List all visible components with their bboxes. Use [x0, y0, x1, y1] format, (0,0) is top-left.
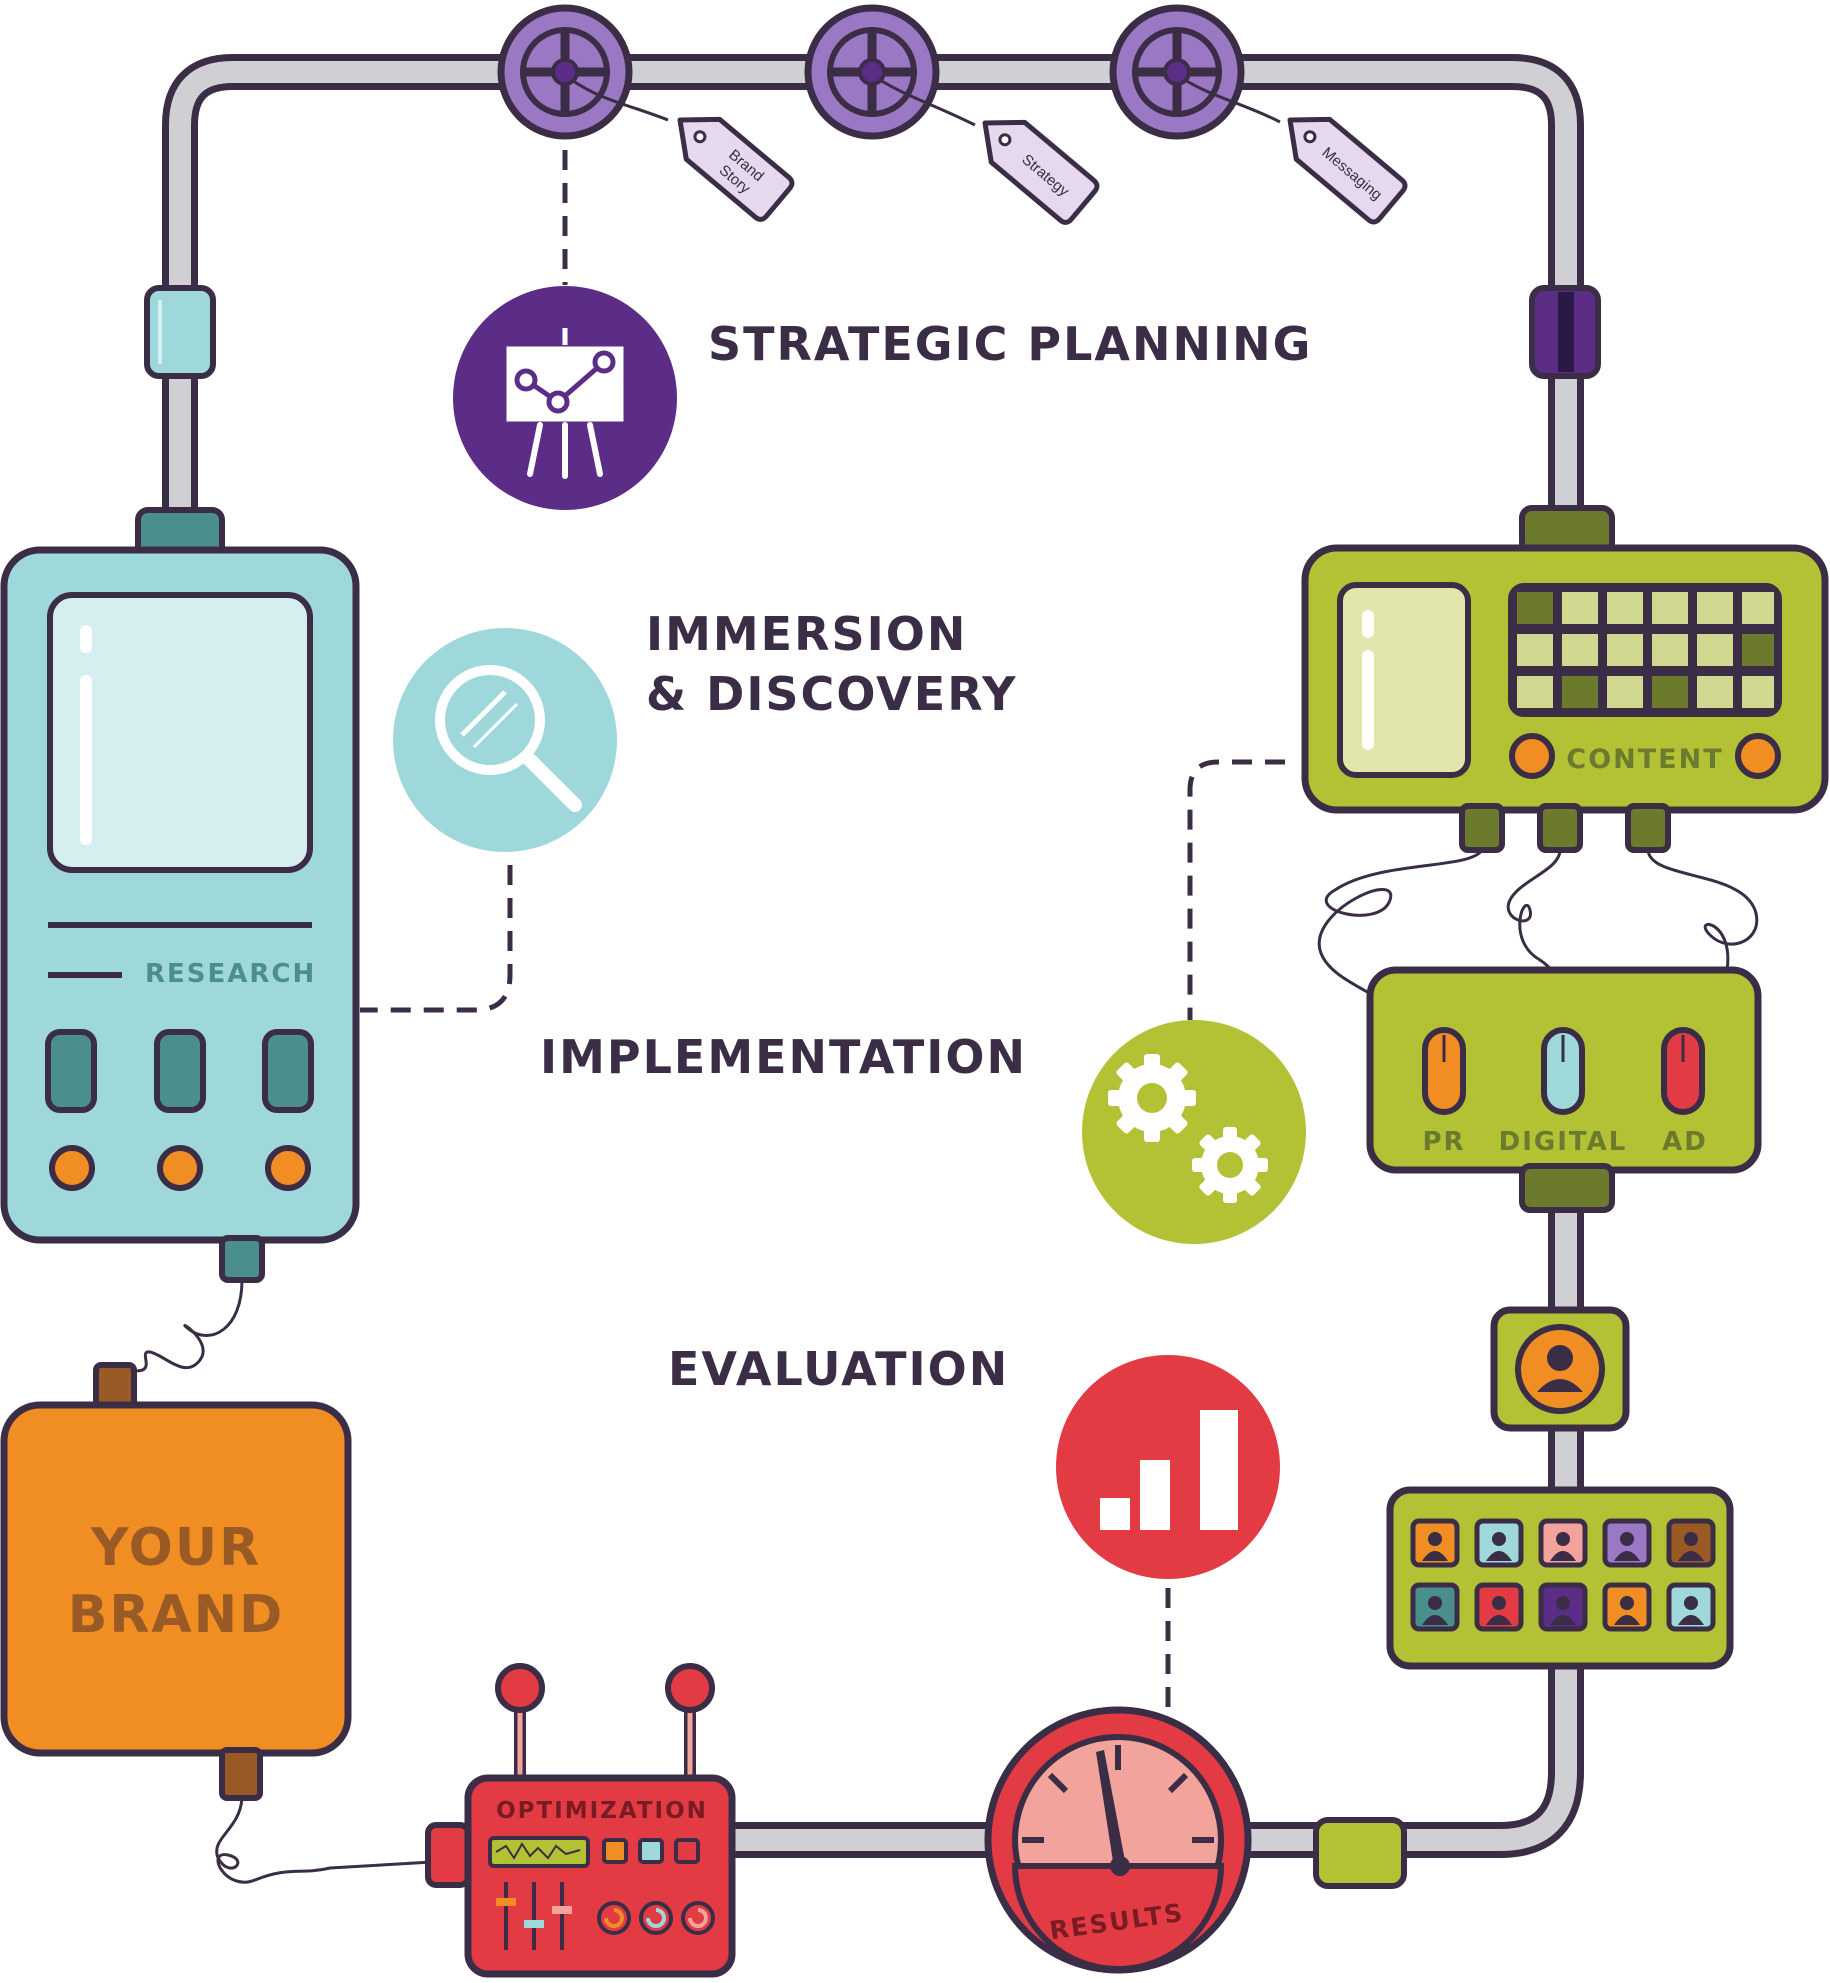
your-brand-box: YOUR BRAND: [0, 1362, 352, 1801]
tag-strategy: Strategy: [982, 119, 1100, 225]
ad-label: AD: [1662, 1127, 1708, 1157]
avatar-tile: [1666, 1582, 1716, 1632]
avatar-tile: [1602, 1582, 1652, 1632]
avatar-tile: [1538, 1518, 1588, 1568]
valve-wheel-2: [804, 4, 940, 140]
cable-research-brand: [119, 1279, 244, 1373]
magnifier-icon: [393, 628, 617, 852]
research-screen: [47, 592, 313, 873]
results-gauge: RESULTS: [984, 1706, 1252, 1974]
content-screen: [1337, 582, 1471, 778]
research-label: RESEARCH: [145, 959, 316, 989]
avatar-tile: [1474, 1518, 1524, 1568]
tag-messaging: Messaging: [1287, 116, 1408, 225]
avatar-tile: [1602, 1518, 1652, 1568]
audience-person-box: [1490, 1306, 1630, 1432]
stage-implementation: IMPLEMENTATION: [540, 1030, 1027, 1084]
stage-evaluation: EVALUATION: [668, 1342, 1009, 1396]
presentation-chart-icon: [453, 286, 677, 510]
pipe-coupler-teal: [144, 285, 216, 379]
bar-chart-icon: [1056, 1355, 1280, 1579]
optimization-device: OPTIMIZATION: [425, 1663, 736, 1978]
content-label: CONTENT: [1566, 744, 1723, 775]
dashed-connectors: [360, 150, 1285, 1712]
tag-brand-story: Brand Story: [677, 116, 795, 222]
avatar-tiles: [1410, 1518, 1716, 1632]
stage-immersion-line2: & DISCOVERY: [646, 667, 1017, 721]
brand-label-line1: YOUR: [90, 1518, 261, 1578]
gears-icon: [1082, 1020, 1306, 1244]
research-device: RESEARCH: [0, 507, 360, 1283]
content-pixel-grid: [1508, 583, 1782, 717]
channel-mixer-device: PR DIGITAL AD: [1366, 966, 1762, 1213]
avatar-tile: [1666, 1518, 1716, 1568]
cable-brand-optimization: [215, 1797, 433, 1884]
valve-wheel-1: [497, 4, 633, 140]
avatar-tile: [1538, 1582, 1588, 1632]
avatar-tile: [1410, 1518, 1460, 1568]
pr-label: PR: [1422, 1127, 1465, 1157]
valve-wheel-3: [1109, 4, 1245, 140]
stage-strategic-planning: STRATEGIC PLANNING: [708, 317, 1312, 371]
avatar-tile: [1474, 1582, 1524, 1632]
pipe-coupler-green: [1313, 1817, 1407, 1889]
optimization-label: OPTIMIZATION: [496, 1798, 708, 1824]
content-device: CONTENT: [1301, 505, 1829, 853]
audience-grid-device: [1386, 1486, 1734, 1670]
brand-label-line2: BRAND: [68, 1585, 285, 1645]
avatar-tile: [1410, 1582, 1460, 1632]
digital-label: DIGITAL: [1499, 1127, 1628, 1157]
stage-immersion-line1: IMMERSION: [646, 607, 967, 661]
